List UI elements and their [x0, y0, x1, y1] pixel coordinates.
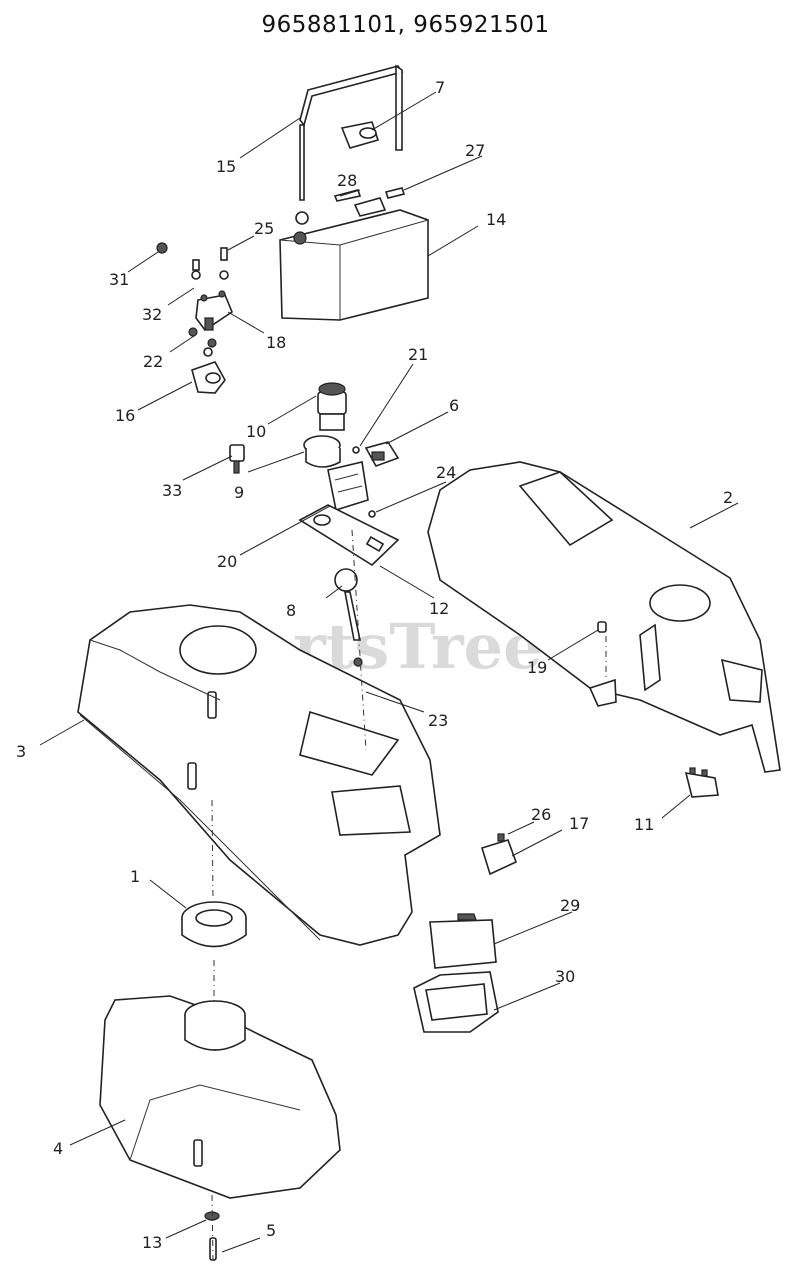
callout-4: 4: [53, 1139, 63, 1158]
callout-33: 33: [162, 481, 182, 500]
callout-18: 18: [266, 333, 286, 352]
right-fender-cover[interactable]: [427, 461, 781, 773]
callout-6: 6: [449, 396, 459, 415]
callout-24: 24: [436, 463, 456, 482]
decal-bracket[interactable]: [327, 461, 369, 512]
callout-30: 30: [555, 967, 575, 986]
callout-12: 12: [429, 599, 449, 618]
callout-19: 19: [527, 658, 547, 677]
battery-clamp[interactable]: [340, 121, 380, 149]
fuel-cap[interactable]: [181, 901, 247, 948]
small-hardware[interactable]: [156, 242, 229, 357]
callout-5: 5: [266, 1221, 276, 1240]
callout-2: 2: [723, 488, 733, 507]
solenoid[interactable]: [195, 290, 233, 332]
ignition-switch[interactable]: [303, 435, 341, 468]
callout-7: 7: [435, 78, 445, 97]
fuel-tank[interactable]: [99, 995, 341, 1199]
relay[interactable]: [481, 833, 518, 876]
hour-meter-cover[interactable]: [429, 913, 497, 969]
callout-10: 10: [246, 422, 266, 441]
terminal-boot[interactable]: [191, 361, 226, 394]
callout-9: 9: [234, 483, 244, 502]
callout-31: 31: [109, 270, 129, 289]
callout-27: 27: [465, 141, 485, 160]
callout-29: 29: [560, 896, 580, 915]
battery-rod[interactable]: [299, 64, 404, 201]
callout-13: 13: [142, 1233, 162, 1252]
hour-meter-bezel[interactable]: [413, 971, 499, 1033]
switch-6[interactable]: [364, 441, 400, 467]
screw-19[interactable]: [597, 621, 607, 633]
battery[interactable]: [279, 197, 429, 321]
callout-26: 26: [531, 805, 551, 824]
callout-21: 21: [408, 345, 428, 364]
callout-14: 14: [486, 210, 506, 229]
left-fender-cover[interactable]: [77, 604, 441, 946]
callout-28: 28: [337, 171, 357, 190]
callout-20: 20: [217, 552, 237, 571]
callout-8: 8: [286, 601, 296, 620]
callout-15: 15: [216, 157, 236, 176]
callout-3: 3: [16, 742, 26, 761]
callout-11: 11: [634, 815, 654, 834]
callout-1: 1: [130, 867, 140, 886]
bolts-27-28[interactable]: [333, 187, 406, 202]
pto-switch[interactable]: [317, 382, 347, 431]
callout-22: 22: [143, 352, 163, 371]
connector-switch[interactable]: [684, 767, 719, 798]
callout-25: 25: [254, 219, 274, 238]
key[interactable]: [229, 444, 245, 474]
callout-17: 17: [569, 814, 589, 833]
control-panel-plate[interactable]: [298, 504, 400, 567]
callout-16: 16: [115, 406, 135, 425]
callout-23: 23: [428, 711, 448, 730]
leader-lines: [39, 91, 739, 1253]
callout-32: 32: [142, 305, 162, 324]
throttle-knob[interactable]: [334, 568, 361, 641]
diagram-title: 965881101, 965921501: [261, 12, 550, 38]
